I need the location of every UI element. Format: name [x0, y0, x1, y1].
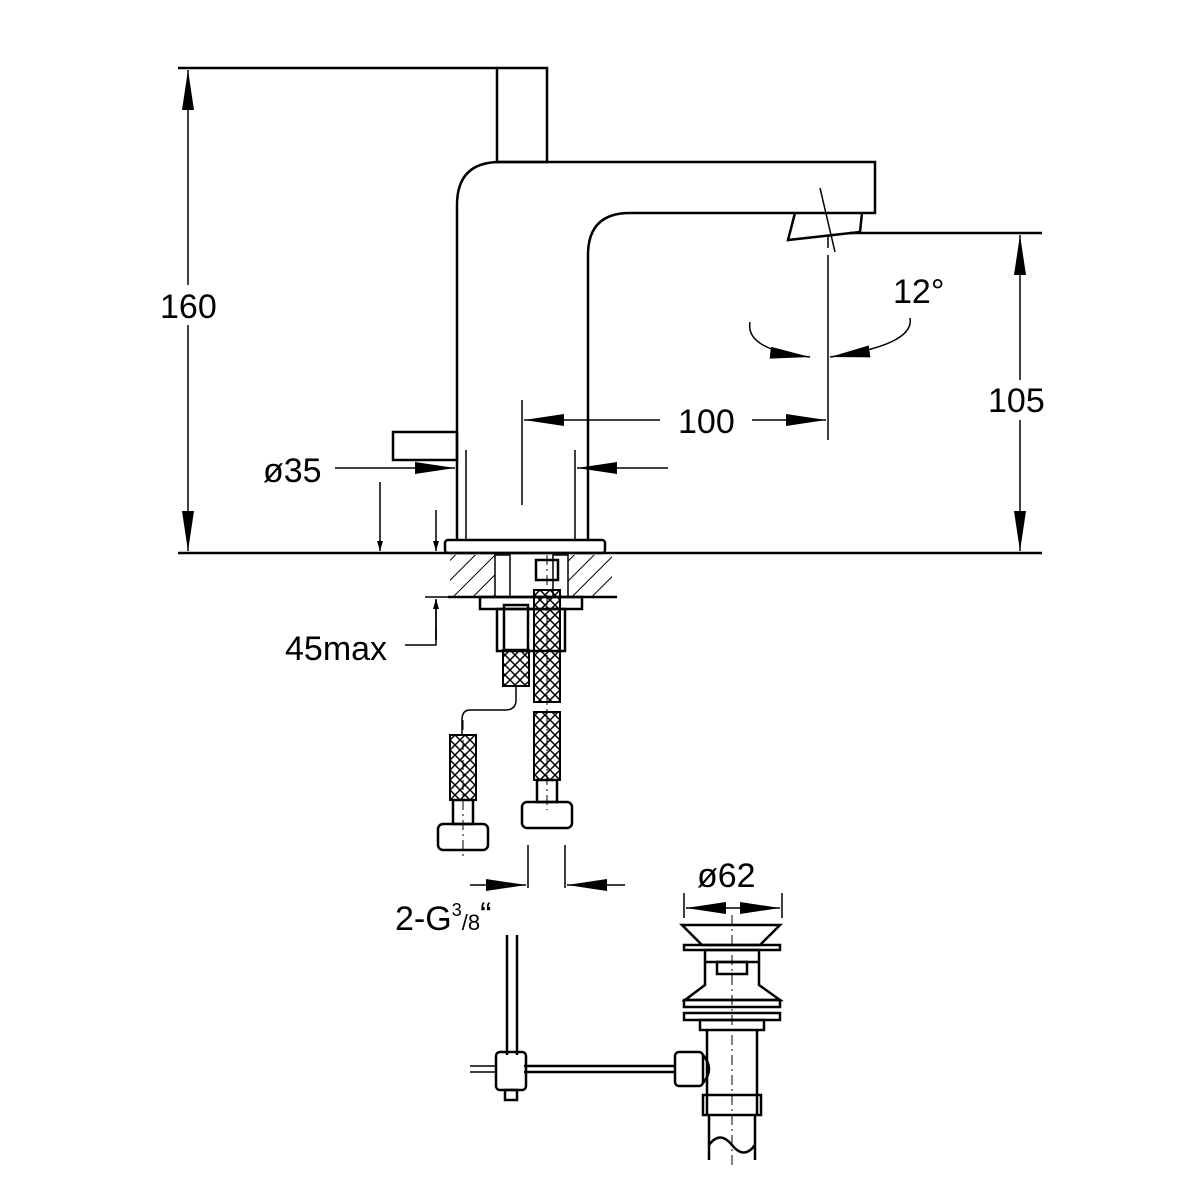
- drain-assembly: ø62: [470, 857, 784, 1165]
- dim-connection-label: 2-G3/8“: [395, 896, 491, 938]
- dim-d62-label: ø62: [697, 857, 756, 895]
- base-plate: [443, 538, 607, 555]
- dim-12deg-label: 12°: [893, 273, 944, 311]
- dim-d35-label: ø35: [263, 452, 322, 490]
- lever-handle: [495, 66, 549, 164]
- counter-section: [436, 554, 617, 860]
- dim-160-label: 160: [160, 288, 217, 326]
- aerator: [786, 212, 864, 242]
- tap-body: [391, 66, 877, 555]
- pop-up-rod: [391, 430, 459, 462]
- dim-105-label: 105: [988, 382, 1045, 420]
- dim-45max-label: 45max: [285, 630, 387, 668]
- dim-100-label: 100: [678, 403, 735, 441]
